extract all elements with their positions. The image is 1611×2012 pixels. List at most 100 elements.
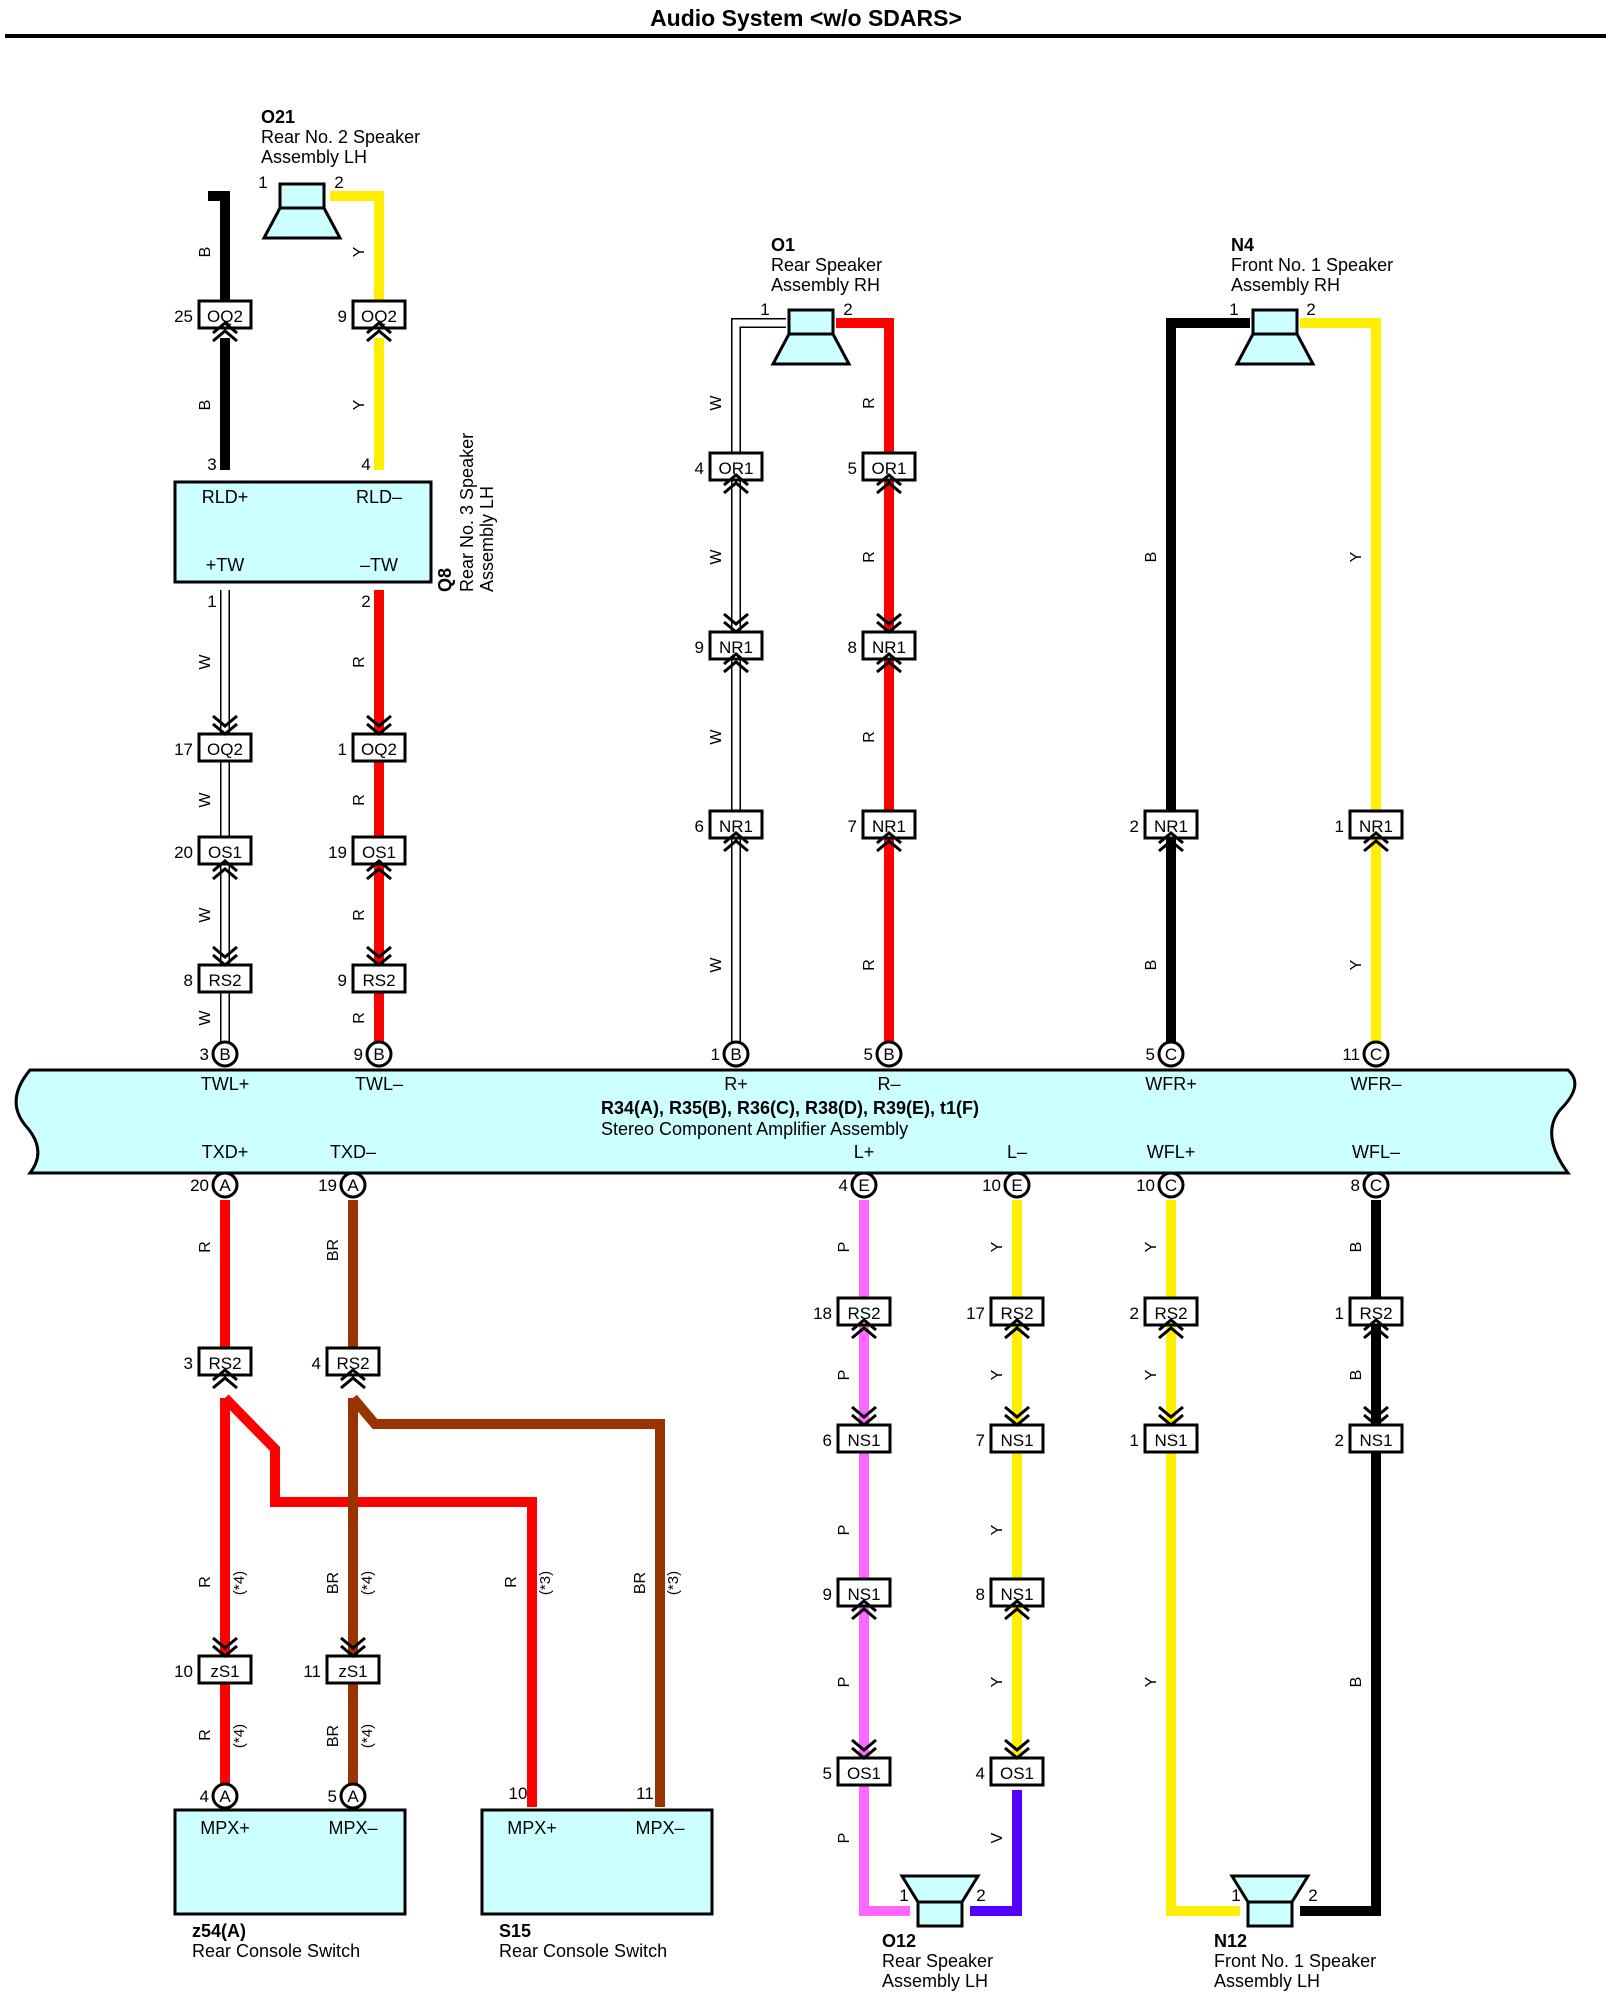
z54-code: z54(A) [192,1921,246,1941]
terminal-pin: 4 [839,1176,848,1195]
amplifier-box [14,1068,1577,1175]
terminal-a-4: A4 [200,1782,239,1810]
connector-code: RS2 [1154,1304,1187,1323]
connector-body [1143,1296,1199,1327]
chevron-28-a [1158,1405,1184,1419]
chevron-18-a [212,1376,238,1390]
connector-pin: 18 [813,1304,832,1323]
connector-code: NR1 [1154,817,1188,836]
option-note-4: (*4) [231,1724,248,1748]
n12-name-2: Assembly LH [1214,1971,1320,1991]
q8-name-2: Assembly LH [477,486,497,592]
connector-body [197,963,253,994]
chevron-24-a [1158,1326,1184,1340]
chevron-6 [212,945,238,967]
wire-color-label-26: R [197,1576,214,1588]
terminal-pin: 3 [200,1045,209,1064]
chevron-22-b [851,1318,877,1332]
connector-pin: 9 [695,638,704,657]
chevron-30 [851,1599,877,1621]
chevron-17 [1363,831,1389,853]
chevron-11 [876,612,902,634]
pin-label-15: 2 [1308,1886,1317,1905]
wire-color-label-19: R [861,959,878,971]
chevron-27-b [1004,1413,1030,1427]
chevron-12-b [723,652,749,666]
wire-o1-r [836,318,894,1050]
terminal-pin: 1 [711,1045,720,1064]
chevron-20 [212,1636,238,1658]
o21-code: O21 [261,107,295,127]
connector-pin: 19 [328,843,347,862]
chevron-9 [876,473,902,495]
wire-color-label-44: Y [1143,1676,1160,1687]
wire-color-label-31: BR [325,1725,342,1747]
n4-name-1: Front No. 1 Speaker [1231,255,1393,275]
amp-terminal-wfl-plus: WFL+ [1147,1142,1196,1162]
wire-color-label-7: R [351,794,368,806]
speaker-o12 [899,1874,981,1928]
connector-pin: 4 [976,1764,985,1783]
chevron-11-b [876,620,902,634]
speaker-o12-magnet [916,1900,964,1928]
wire-color-label-17: R [861,731,878,743]
terminal-c-5: C5 [1146,1040,1185,1068]
wire-color-label-11: R [351,1012,368,1024]
chevron-28-b [1158,1413,1184,1427]
wire-txd-s15-r [221,1394,537,1807]
q8-code: Q8 [435,568,455,592]
wire-color-label-39: B [1348,1370,1365,1381]
terminal-a-5: A5 [328,1782,367,1810]
connector-code: NR1 [719,638,753,657]
z54-terminal-mpx-plus: MPX+ [200,1818,250,1838]
pin-label-3: 2 [843,300,852,319]
connector-code: RS2 [336,1354,369,1373]
chevron-30-a [851,1607,877,1621]
connector-code: zS1 [210,1662,239,1681]
speaker-n12-magnet [1246,1900,1294,1928]
connector-pin: 8 [976,1585,985,1604]
terminal-b-3: B3 [200,1040,239,1068]
terminal-letter: C [1165,1176,1177,1195]
connector-pin: 9 [338,971,347,990]
o21-name-1: Rear No. 2 Speaker [261,127,420,147]
terminal-circle [339,1171,367,1199]
chevron-13-b [876,652,902,666]
terminal-b-9: B9 [354,1040,393,1068]
wire-color-label-43: Y [989,1676,1006,1687]
terminal-letter: C [1370,1045,1382,1064]
chevron-29 [1363,1405,1389,1427]
chevron-3-b [366,722,392,736]
chevron-4-b [212,859,238,873]
chevron-29-b [1363,1413,1389,1427]
pin-label-11: 11 [636,1784,654,1803]
connector-code: NR1 [719,817,753,836]
connector-body [197,1654,253,1685]
chevron-21-b [340,1644,366,1658]
connector-pin: 1 [1335,817,1344,836]
chevron-8 [723,473,749,495]
chevron-12-a [723,660,749,674]
o12-code: O12 [882,1931,916,1951]
chevron-7 [366,945,392,967]
terminal-pin: 9 [354,1045,363,1064]
chevron-24 [1158,1318,1184,1340]
connector-pin: 17 [174,740,193,759]
terminal-pin: 11 [1342,1045,1360,1064]
wire-o1-w-core [732,319,786,1050]
chevron-7-b [366,953,392,967]
chevron-27 [1004,1405,1030,1427]
terminal-e-4: E4 [839,1171,878,1199]
chevron-4 [212,859,238,881]
wire-color-label-45: B [1348,1677,1365,1688]
connector-pin: 6 [823,1431,832,1450]
terminal-circle [850,1171,878,1199]
